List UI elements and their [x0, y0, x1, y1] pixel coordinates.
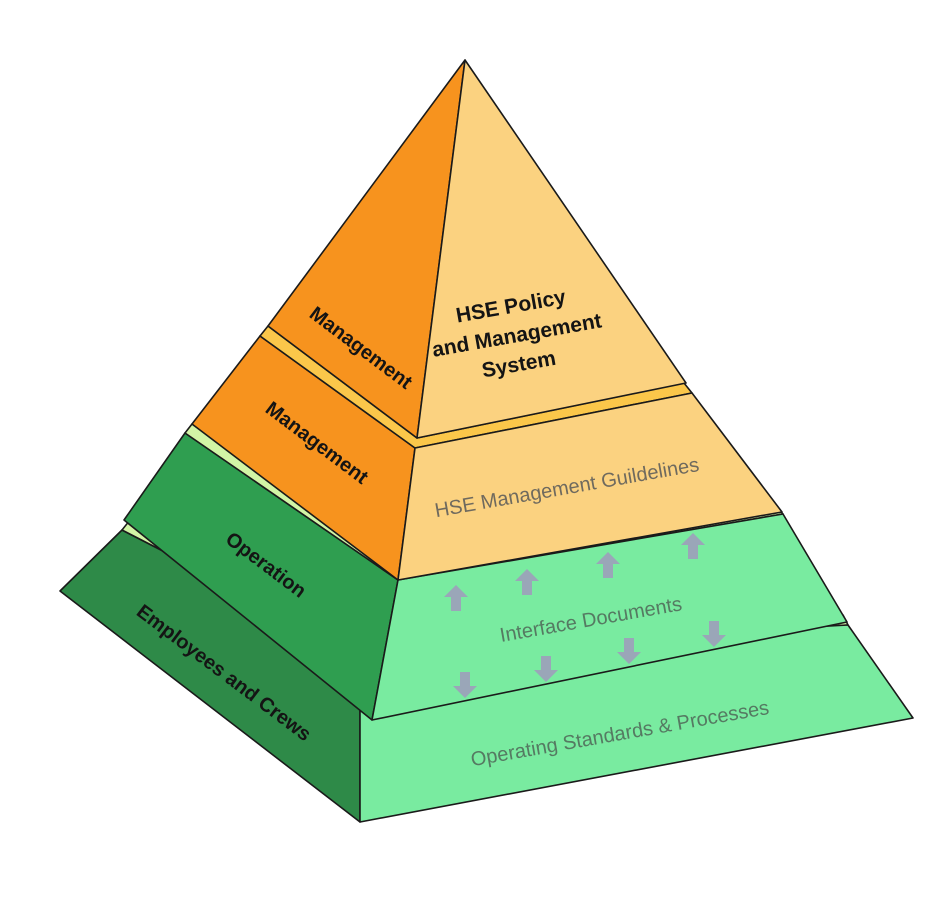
apex-block [267, 59, 687, 439]
apex-front-face [416, 59, 687, 439]
tier-2-front-face [397, 392, 783, 581]
tier-3-front-face [371, 513, 848, 721]
